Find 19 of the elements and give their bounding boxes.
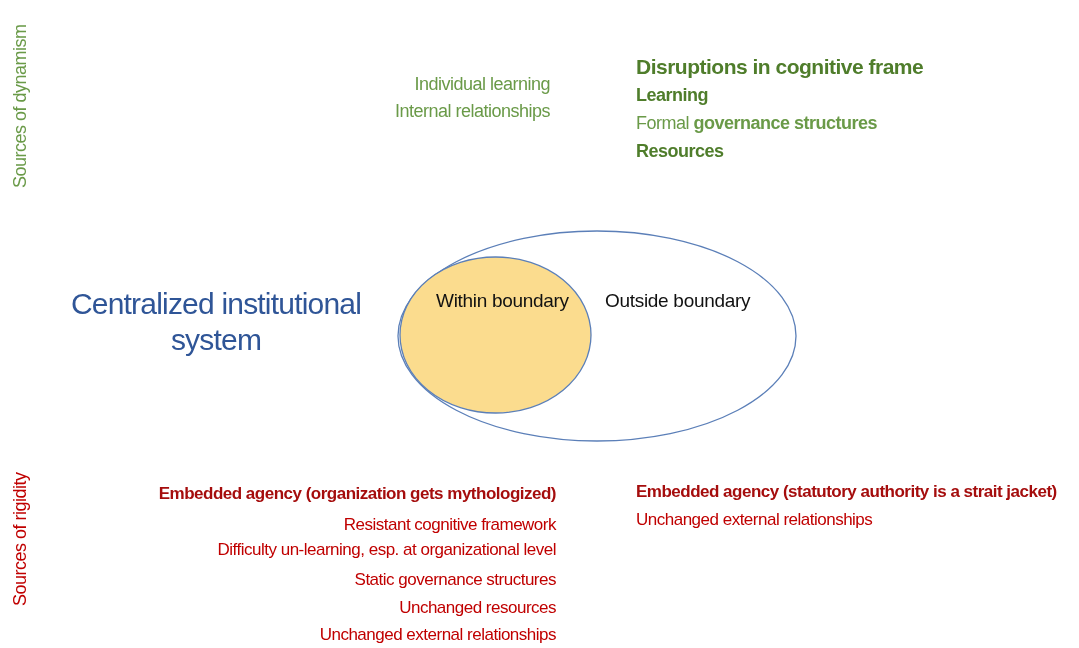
factor-text: Unchanged external relationships [636,510,873,530]
factor-text: Learning [636,85,708,106]
axis-label: Sources of rigidity [10,471,31,608]
factor-text: Unchanged resources [399,598,556,618]
factor-text: Individual learning [414,74,550,95]
factor-text: Internal relationships [394,101,550,122]
factor-text: Disruptions in cognitive frame [636,55,924,80]
factor-text: Formal governance structures [636,113,878,134]
factor-text: Embedded agency (organization gets mythologized) [158,484,556,504]
axis-label: Sources of dynamism [10,23,31,190]
factor-text: Difficulty un-learning, esp. at organizational level [217,540,556,560]
factor-text: Resistant cognitive framework [343,515,556,535]
region-label: Outside boundary [605,290,751,312]
system-title: Centralized institutional system [69,286,363,358]
factor-text: Unchanged external relationships [319,625,556,645]
factor-text: Embedded agency (statutory authority is a strait jacket) [636,482,1057,502]
factor-text: Static governance structures [354,570,556,590]
factor-text: Resources [636,141,724,162]
region-label: Within boundary [436,290,569,312]
